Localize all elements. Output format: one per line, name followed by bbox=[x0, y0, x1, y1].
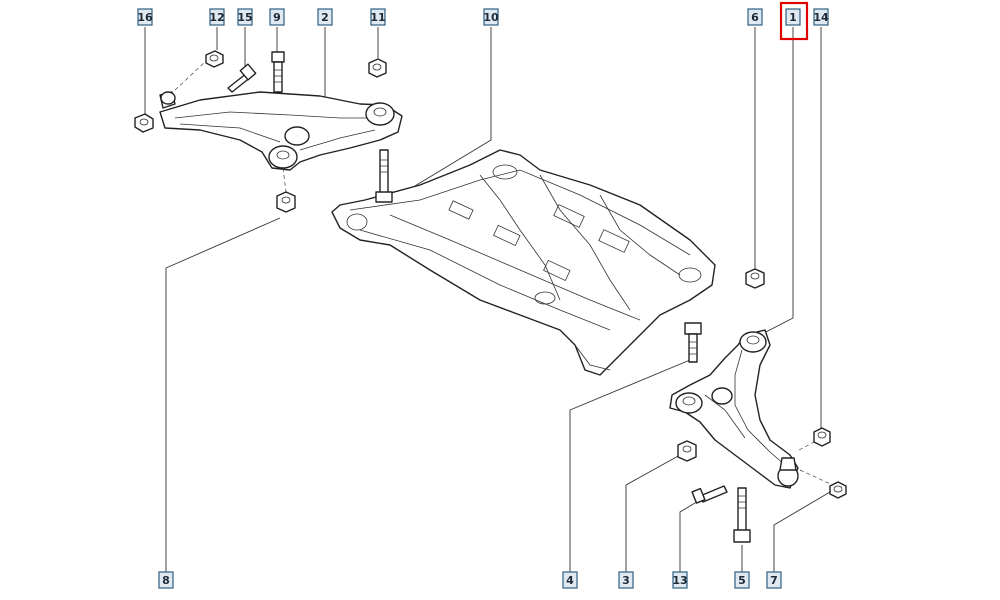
callout-4[interactable]: 4 bbox=[562, 571, 578, 589]
callout-9[interactable]: 9 bbox=[269, 8, 285, 26]
callout-5[interactable]: 5 bbox=[734, 571, 750, 589]
callout-7[interactable]: 7 bbox=[766, 571, 782, 589]
callout-8[interactable]: 8 bbox=[158, 571, 174, 589]
leader-lines bbox=[144, 27, 831, 572]
callout-15[interactable]: 15 bbox=[237, 8, 253, 26]
svg-text:8: 8 bbox=[162, 574, 170, 587]
svg-text:5: 5 bbox=[738, 574, 746, 587]
svg-text:9: 9 bbox=[273, 11, 281, 24]
svg-text:14: 14 bbox=[813, 11, 829, 24]
front-subframe bbox=[331, 149, 716, 376]
right-fasteners bbox=[677, 268, 847, 543]
selected-part-highlight bbox=[779, 1, 809, 41]
svg-text:15: 15 bbox=[237, 11, 252, 24]
left-lower-control-arm bbox=[159, 61, 403, 193]
callout-3[interactable]: 3 bbox=[618, 571, 634, 589]
svg-text:12: 12 bbox=[209, 11, 224, 24]
svg-text:7: 7 bbox=[770, 574, 778, 587]
svg-text:6: 6 bbox=[751, 11, 759, 24]
callout-14[interactable]: 14 bbox=[813, 8, 829, 26]
svg-text:16: 16 bbox=[137, 11, 153, 24]
svg-text:13: 13 bbox=[672, 574, 687, 587]
svg-text:3: 3 bbox=[622, 574, 630, 587]
svg-text:4: 4 bbox=[566, 574, 574, 587]
svg-text:11: 11 bbox=[370, 11, 385, 24]
callout-6[interactable]: 6 bbox=[747, 8, 763, 26]
svg-text:10: 10 bbox=[483, 11, 499, 24]
callout-11[interactable]: 11 bbox=[370, 8, 386, 26]
callouts: 16 12 15 9 2 11 10 6 1 14 8 4 3 13 5 7 bbox=[137, 1, 829, 589]
left-fasteners bbox=[134, 50, 393, 213]
right-lower-control-arm bbox=[669, 329, 836, 489]
callout-12[interactable]: 12 bbox=[209, 8, 225, 26]
callout-13[interactable]: 13 bbox=[672, 571, 688, 589]
callout-2[interactable]: 2 bbox=[317, 8, 333, 26]
callout-16[interactable]: 16 bbox=[137, 8, 153, 26]
svg-text:1: 1 bbox=[789, 11, 797, 24]
callout-1[interactable]: 1 bbox=[779, 1, 809, 41]
svg-text:2: 2 bbox=[321, 11, 329, 24]
callout-10[interactable]: 10 bbox=[483, 8, 499, 26]
